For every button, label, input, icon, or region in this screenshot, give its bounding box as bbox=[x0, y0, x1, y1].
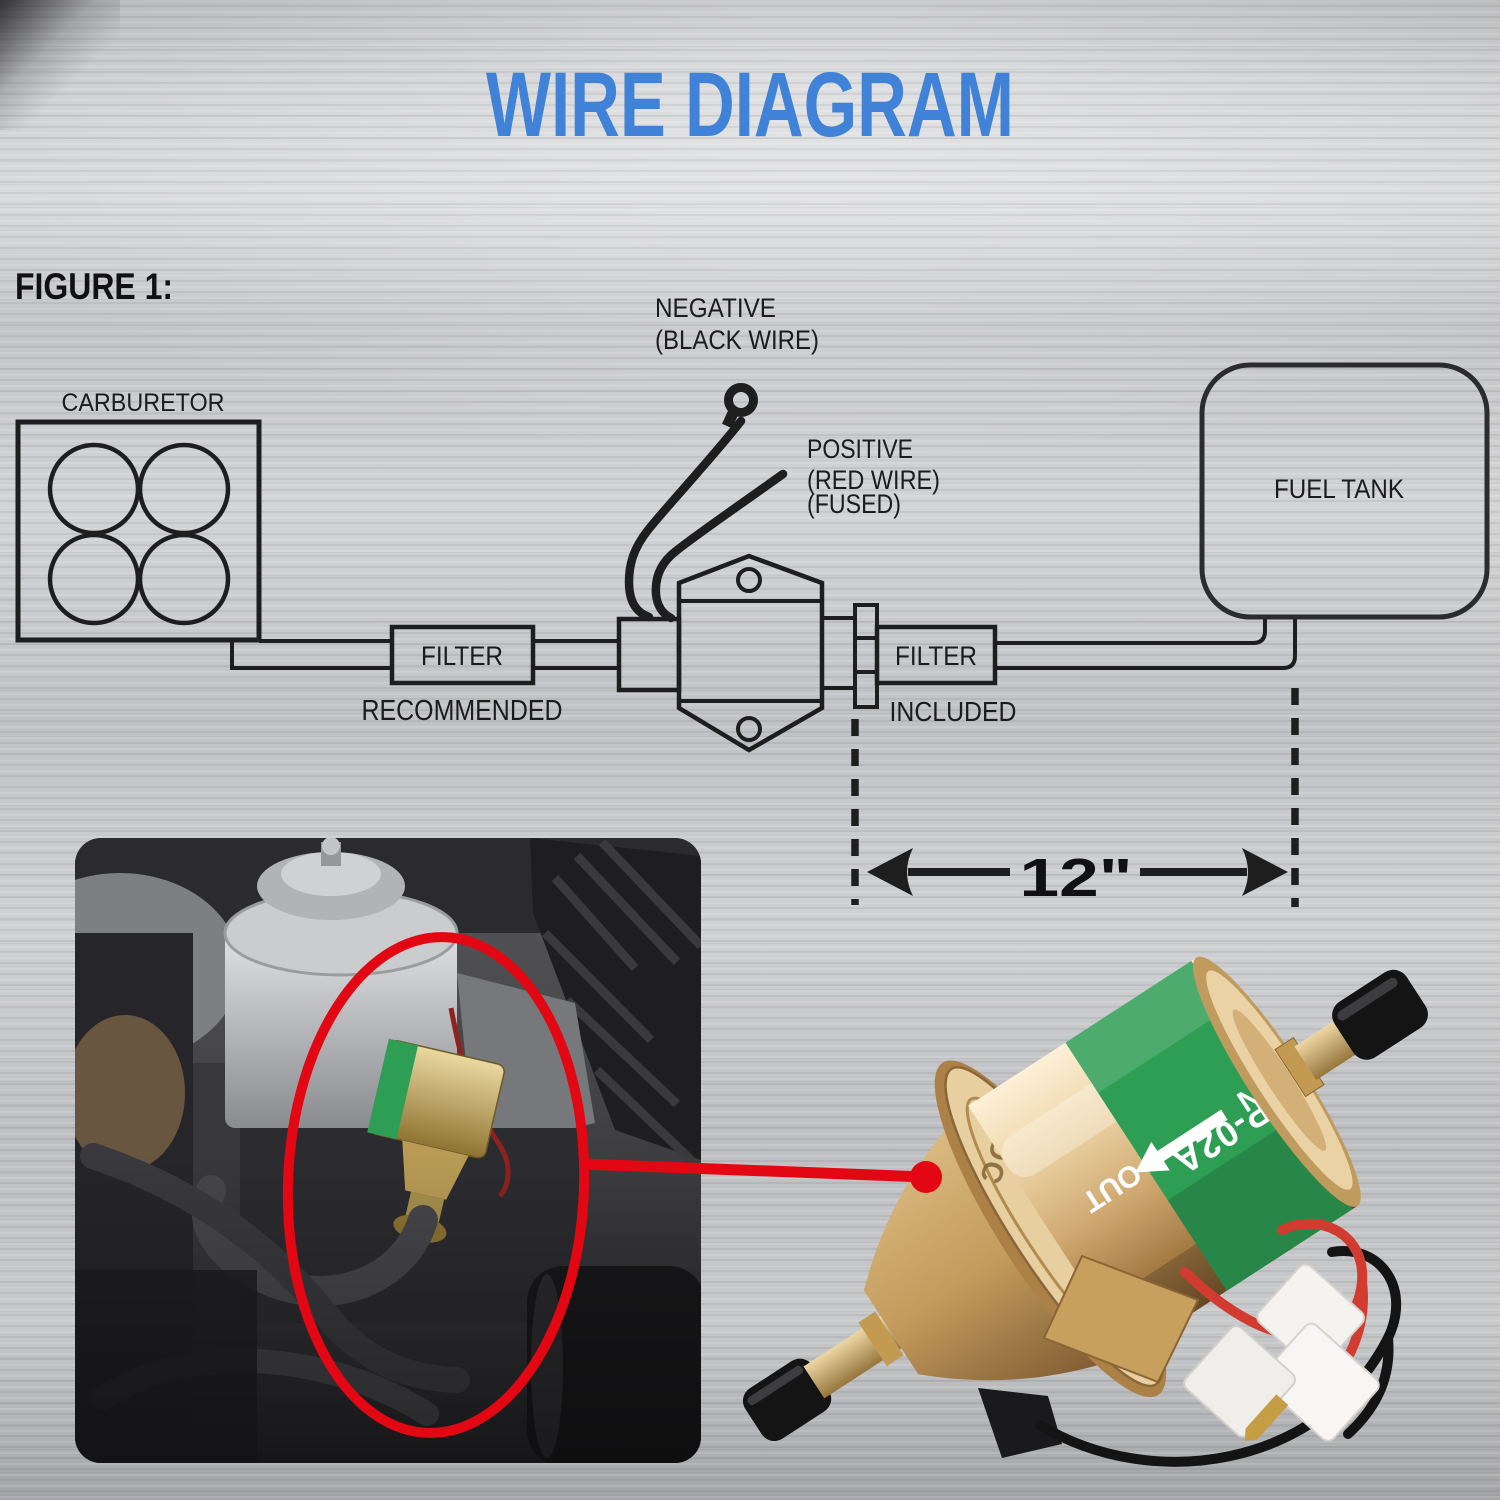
corner-shade bbox=[0, 0, 120, 130]
engine-bay-illustration bbox=[75, 838, 701, 1463]
photo-vignette bbox=[75, 838, 701, 1463]
engine-bay-photo bbox=[75, 838, 701, 1463]
